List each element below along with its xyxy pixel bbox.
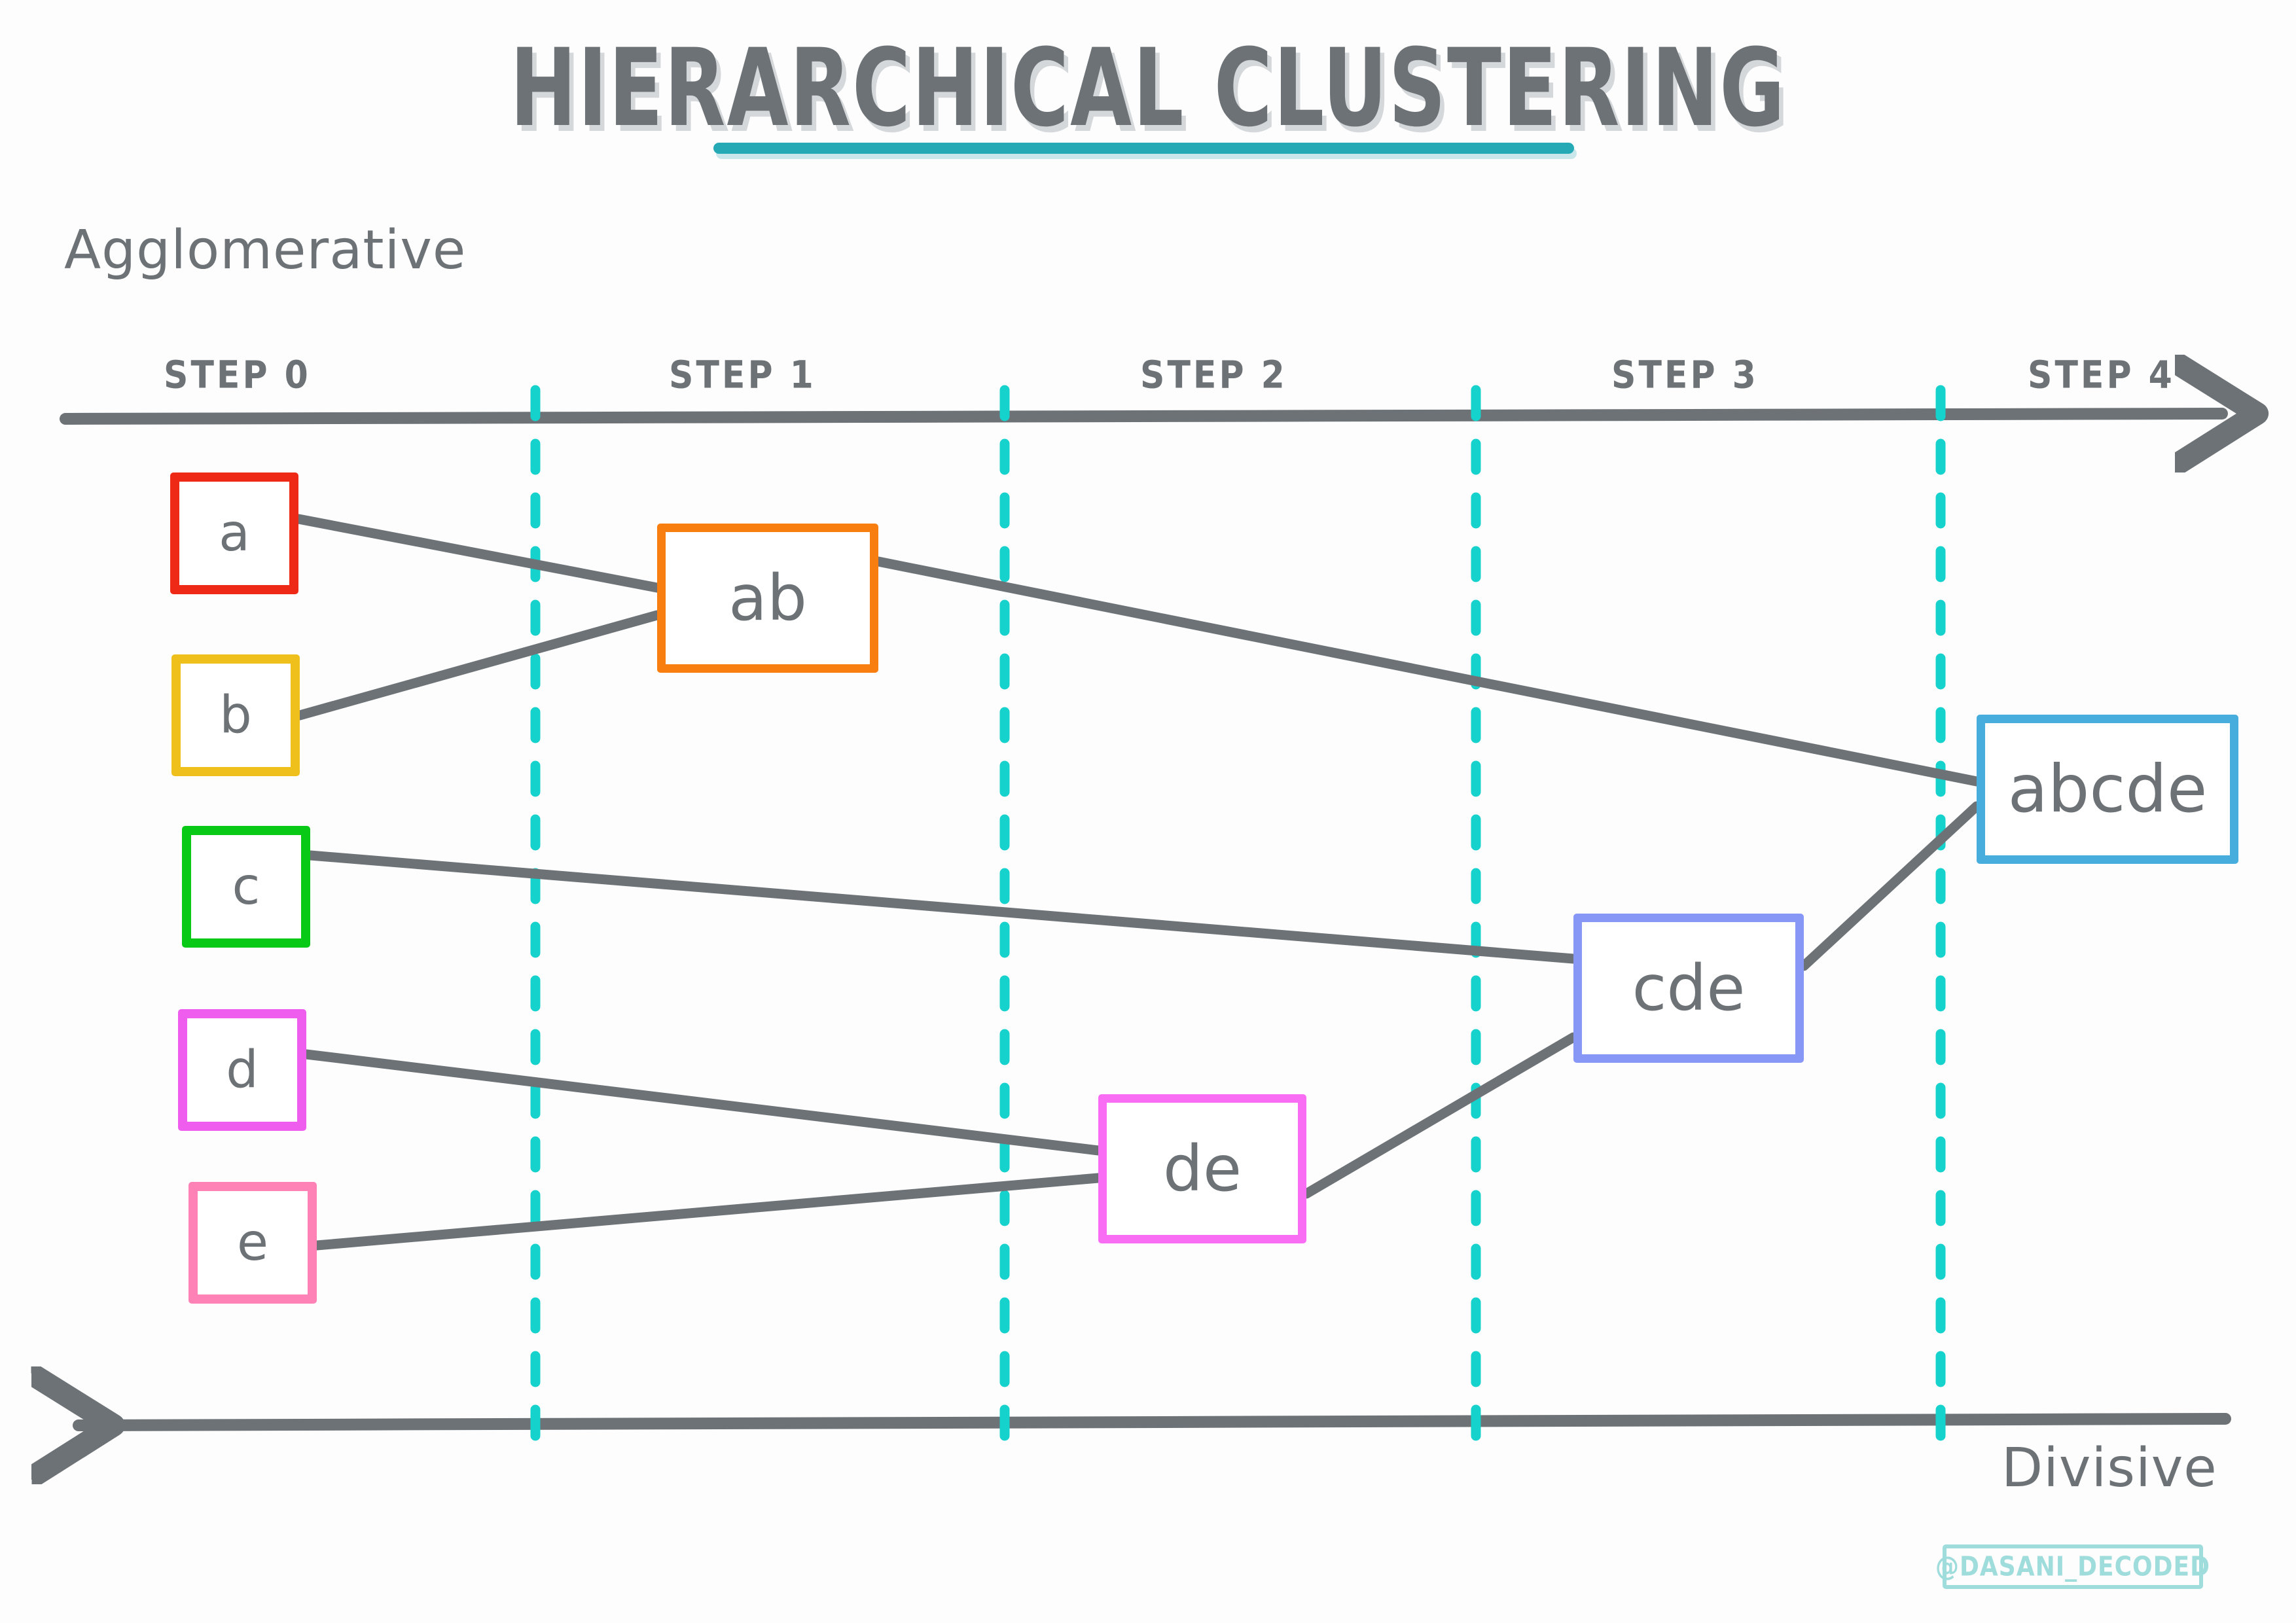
watermark-text: @DASANI_DECODED [1935,1551,2210,1582]
cluster-node-b[interactable]: b [171,654,300,776]
watermark-badge: @DASANI_DECODED [1935,1544,2210,1589]
cluster-node-label-de: de [1163,1132,1242,1205]
step-label-3: STEP 3 [1611,353,1759,398]
link-d-to-de [301,1049,1103,1156]
cluster-node-label-abcde: abcde [2007,751,2208,827]
cluster-node-e[interactable]: e [188,1182,317,1304]
agglomerative-label: Agglomerative [64,219,467,281]
cluster-node-a[interactable]: a [170,473,298,594]
cluster-node-d[interactable]: d [178,1009,306,1131]
link-de-to-cde [1301,1032,1579,1199]
cluster-node-label-b: b [219,686,252,745]
link-a-to-ab [293,514,662,593]
cluster-links [293,514,1982,1251]
link-c-to-cde [305,850,1579,964]
cluster-node-label-d: d [226,1041,259,1099]
cluster-node-label-c: c [232,857,260,916]
link-b-to-ab [295,610,662,721]
link-cde-to-abcde [1799,801,1982,971]
step-label-0: STEP 0 [164,353,311,398]
cluster-node-ab[interactable]: ab [657,524,878,673]
page-title: HIERARCHICAL CLUSTERING [510,26,1786,151]
cluster-node-de[interactable]: de [1098,1094,1306,1243]
cluster-node-label-a: a [219,504,250,563]
link-e-to-de [312,1173,1103,1251]
step-label-2: STEP 2 [1140,353,1287,398]
bottom-axis-line [79,1419,2231,1425]
step-label-4: STEP 4 [2028,353,2175,398]
cluster-node-label-ab: ab [728,562,807,635]
cluster-node-c[interactable]: c [182,826,310,948]
divisive-label: Divisive [2001,1437,2217,1499]
top-axis-line [60,414,2222,419]
step-label-1: STEP 1 [669,353,816,398]
cluster-node-cde[interactable]: cde [1573,914,1804,1063]
cluster-node-label-e: e [237,1213,268,1272]
cluster-node-abcde[interactable]: abcde [1977,715,2238,864]
cluster-node-label-cde: cde [1632,952,1746,1025]
link-ab-to-abcde [873,556,1982,787]
title-underline [713,143,1574,154]
